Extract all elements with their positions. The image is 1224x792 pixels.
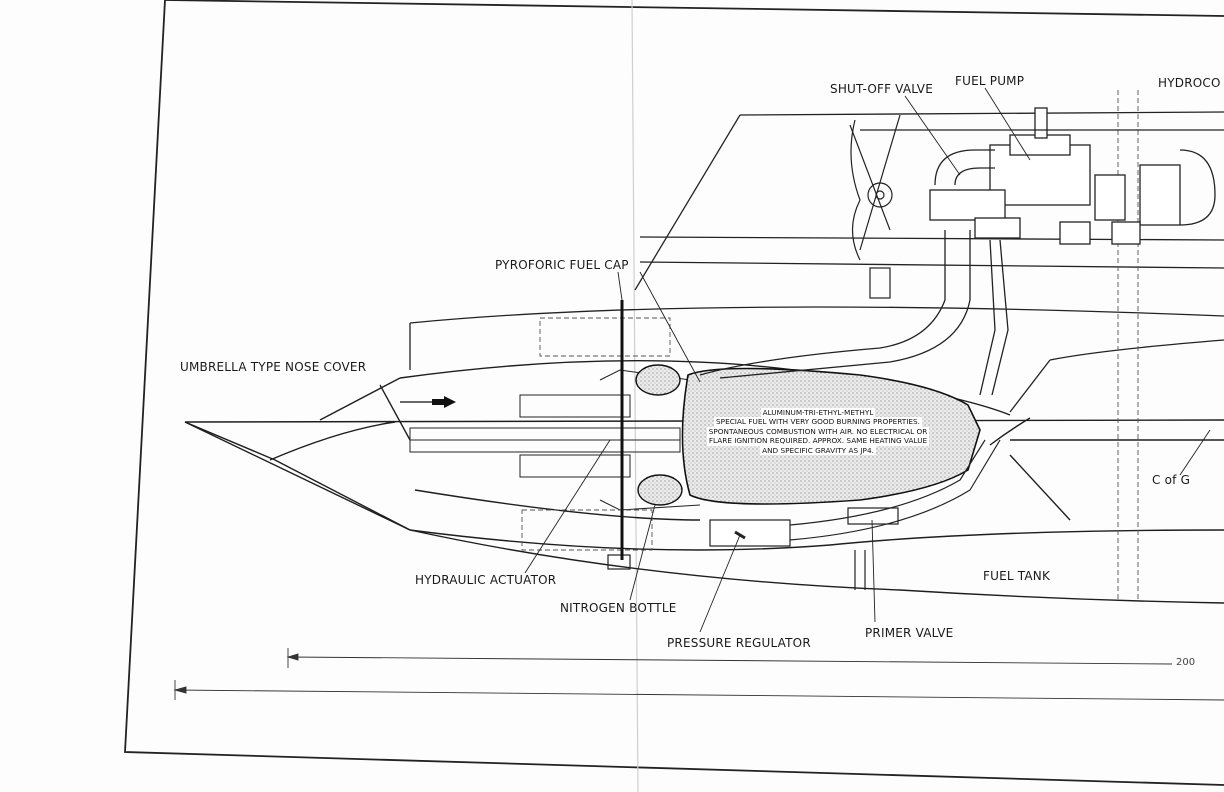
pressure-regulator-label: PRESSURE REGULATOR: [667, 636, 811, 650]
shutoff-linkage: [849, 114, 1224, 299]
regulator-primer: [607, 439, 1001, 590]
fold-line: [631, 0, 639, 792]
dimension-lines: [173, 648, 1224, 701]
sheet-border: [124, 0, 1224, 786]
fuel-note-line: SPECIAL FUEL WITH VERY GOOD BURNING PROP…: [714, 417, 922, 427]
actuator-tube: [409, 369, 701, 511]
fuel-pump-assembly: [929, 107, 1216, 245]
fuel-note: ALUMINUM-TRI-ETHYL-METHYL SPECIAL FUEL W…: [692, 408, 944, 456]
fuel-feed-pipe: [699, 230, 1009, 396]
nitrogen-bottle-label: NITROGEN BOTTLE: [560, 601, 677, 615]
primer-valve-label: PRIMER VALVE: [865, 626, 954, 640]
cg-label: C of G: [1152, 473, 1191, 487]
pyroforic-cap-label: PYROFORIC FUEL CAP: [495, 258, 629, 272]
nose-cover-label: UMBRELLA TYPE NOSE COVER: [180, 360, 367, 374]
fuel-note-line: SPONTANEOUS COMBUSTION WITH AIR. NO ELEC…: [706, 426, 930, 437]
fuel-pump-label: FUEL PUMP: [955, 74, 1025, 88]
leader-lines: [524, 87, 1211, 633]
hydraulic-actuator-label: HYDRAULIC ACTUATOR: [415, 573, 557, 587]
fuel-tank-label: FUEL TANK: [983, 569, 1051, 583]
upper-structure: [409, 111, 1224, 413]
nitrogen-bottle-lower: [637, 474, 683, 506]
nitrogen-bottle-upper: [635, 364, 681, 396]
flow-arrow: [400, 396, 456, 408]
shutoff-valve-label: SHUT-OFF VALVE: [830, 82, 933, 96]
fuel-note-line: AND SPECIFIC GRAVITY AS JP4.: [760, 445, 876, 456]
dimension-value: 200: [1176, 657, 1196, 668]
fuel-note-line: ALUMINUM-TRI-ETHYL-METHYL: [760, 408, 876, 418]
fuel-note-line: FLARE IGNITION REQUIRED. APPROX. SAME HE…: [706, 436, 930, 446]
hydroco-label: HYDROCO: [1158, 76, 1221, 90]
